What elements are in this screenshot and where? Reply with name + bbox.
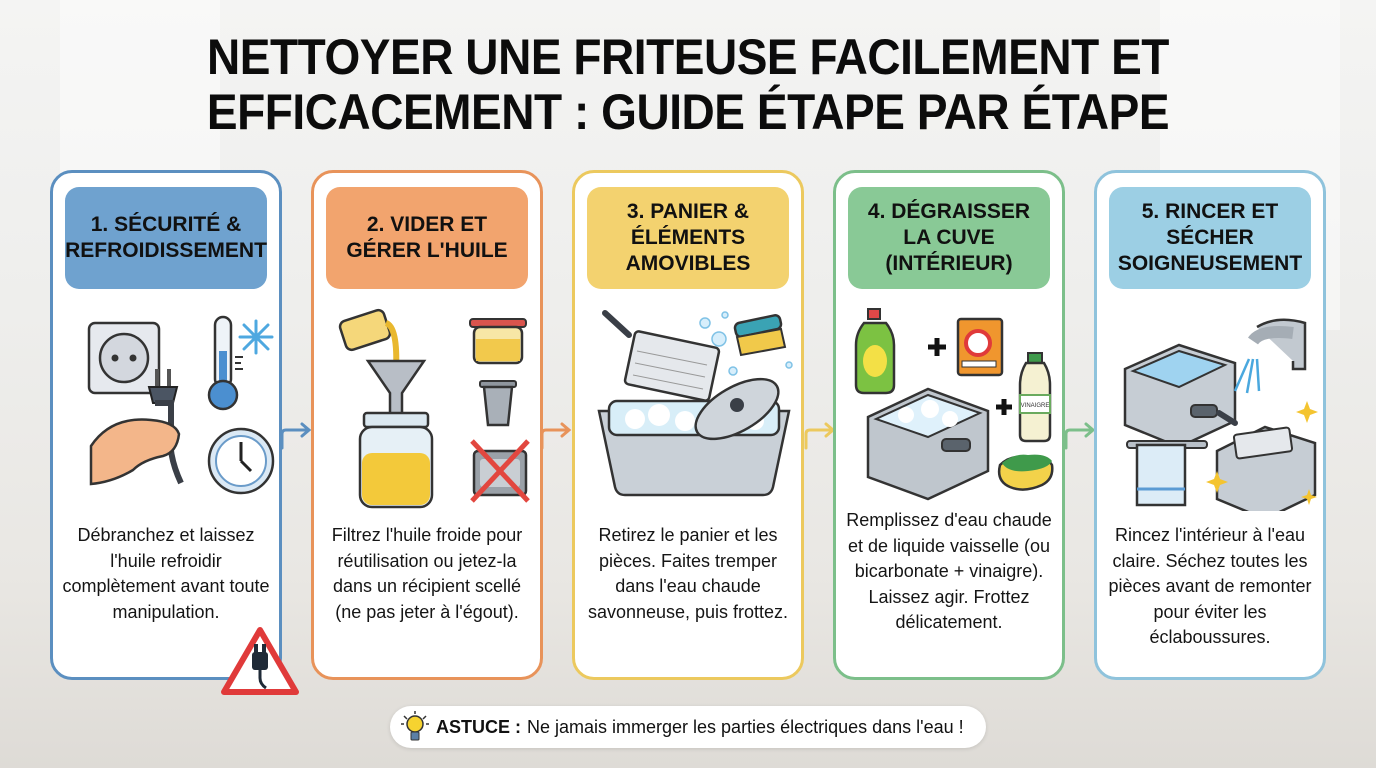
faucet-icon	[1233, 318, 1307, 394]
plus-icon	[928, 338, 946, 356]
step-3-heading: 3. PANIER & ÉLÉMENTS AMOVIBLES	[587, 187, 789, 289]
funnel-icon	[365, 359, 427, 421]
title-line-1: NETTOYER UNE FRITEUSE FACILEMENT ET	[207, 29, 1169, 85]
step-1-heading: 1. SÉCURITÉ & REFROIDISSEMENT	[65, 187, 267, 289]
clean-fryer-icon	[1215, 410, 1317, 511]
electrical-warning-icon	[221, 627, 299, 695]
step-2-heading: 2. VIDER ET GÉRER L'HUILE	[326, 187, 528, 289]
fryer-with-foam-icon	[866, 387, 990, 501]
no-sink-icon	[470, 439, 530, 503]
lid-icon	[694, 377, 780, 441]
vinegar-bottle-icon: VINAIGRE	[1018, 352, 1052, 443]
snowflake-icon	[238, 319, 274, 355]
scrub-brush-icon	[733, 314, 787, 357]
step-card-1: 1. SÉCURITÉ & REFROIDISSEMENT	[50, 170, 282, 680]
clock-icon	[207, 427, 275, 495]
step-card-4: 4. DÉGRAISSER LA CUVE (INTÉRIEUR) VINAIG…	[833, 170, 1065, 680]
step-2-illustration	[338, 308, 530, 509]
thermometer-icon	[207, 315, 243, 411]
step-5-description: Rincez l'intérieur à l'eau claire. Séche…	[1108, 525, 1312, 647]
title-line-2: EFFICACEMENT : GUIDE ÉTAPE PAR ÉTAPE	[206, 84, 1170, 140]
sealed-container-icon	[469, 318, 527, 365]
arrow-step-2-to-3	[540, 422, 572, 450]
plus-icon	[996, 399, 1012, 415]
step-4-illustration: VINAIGRE	[854, 308, 1054, 501]
oil-jar-icon	[358, 411, 434, 509]
baking-soda-box-icon	[956, 317, 1004, 377]
lightbulb-icon	[401, 711, 429, 741]
page-title: NETTOYER UNE FRITEUSE FACILEMENT ET EFFI…	[55, 30, 1321, 140]
dish-soap-icon	[854, 308, 896, 395]
svg-text:VINAIGRE: VINAIGRE	[1021, 403, 1050, 409]
wall-socket-icon	[87, 321, 161, 395]
tip-label: ASTUCE :	[436, 716, 521, 737]
sparkle-icon	[1206, 401, 1318, 505]
step-1-illustration	[87, 315, 275, 495]
step-3-description: Retirez le panier et les pièces. Faites …	[587, 525, 789, 622]
step-card-5: 5. RINCER ET SÉCHER SOIGNEUSEMENT Rin	[1094, 170, 1326, 680]
step-card-3: 3. PANIER & ÉLÉMENTS AMOVIBLES Retirez l…	[572, 170, 804, 680]
bubbles-icon	[699, 311, 793, 376]
step-4-heading: 4. DÉGRAISSER LA CUVE (INTÉRIEUR)	[848, 187, 1050, 289]
step-4-description: Remplissez d'eau chaude et de liquide va…	[846, 510, 1052, 632]
step-5-illustration	[1123, 318, 1318, 511]
fryer-with-water-icon	[1123, 343, 1237, 449]
step-2-description: Filtrez l'huile froide pour réutilisatio…	[331, 525, 523, 622]
tip-text: Ne jamais immerger les parties électriqu…	[527, 716, 964, 737]
step-5-heading: 5. RINCER ET SÉCHER SOIGNEUSEMENT	[1109, 187, 1311, 289]
arrow-step-1-to-2	[280, 422, 312, 450]
arrow-step-4-to-5	[1064, 422, 1096, 450]
fryer-basket-icon	[602, 310, 721, 402]
tip-banner: ASTUCE : Ne jamais immerger les parties …	[390, 706, 986, 748]
trash-can-icon	[479, 380, 517, 427]
step-card-2: 2. VIDER ET GÉRER L'HUILE F	[311, 170, 543, 680]
plug-in-hand-icon	[89, 369, 184, 486]
step-3-illustration	[597, 310, 793, 497]
step-1-description: Débranchez et laissez l'huile refroidir …	[62, 525, 270, 622]
towel-icon	[1126, 440, 1208, 507]
sponge-icon	[997, 454, 1054, 491]
